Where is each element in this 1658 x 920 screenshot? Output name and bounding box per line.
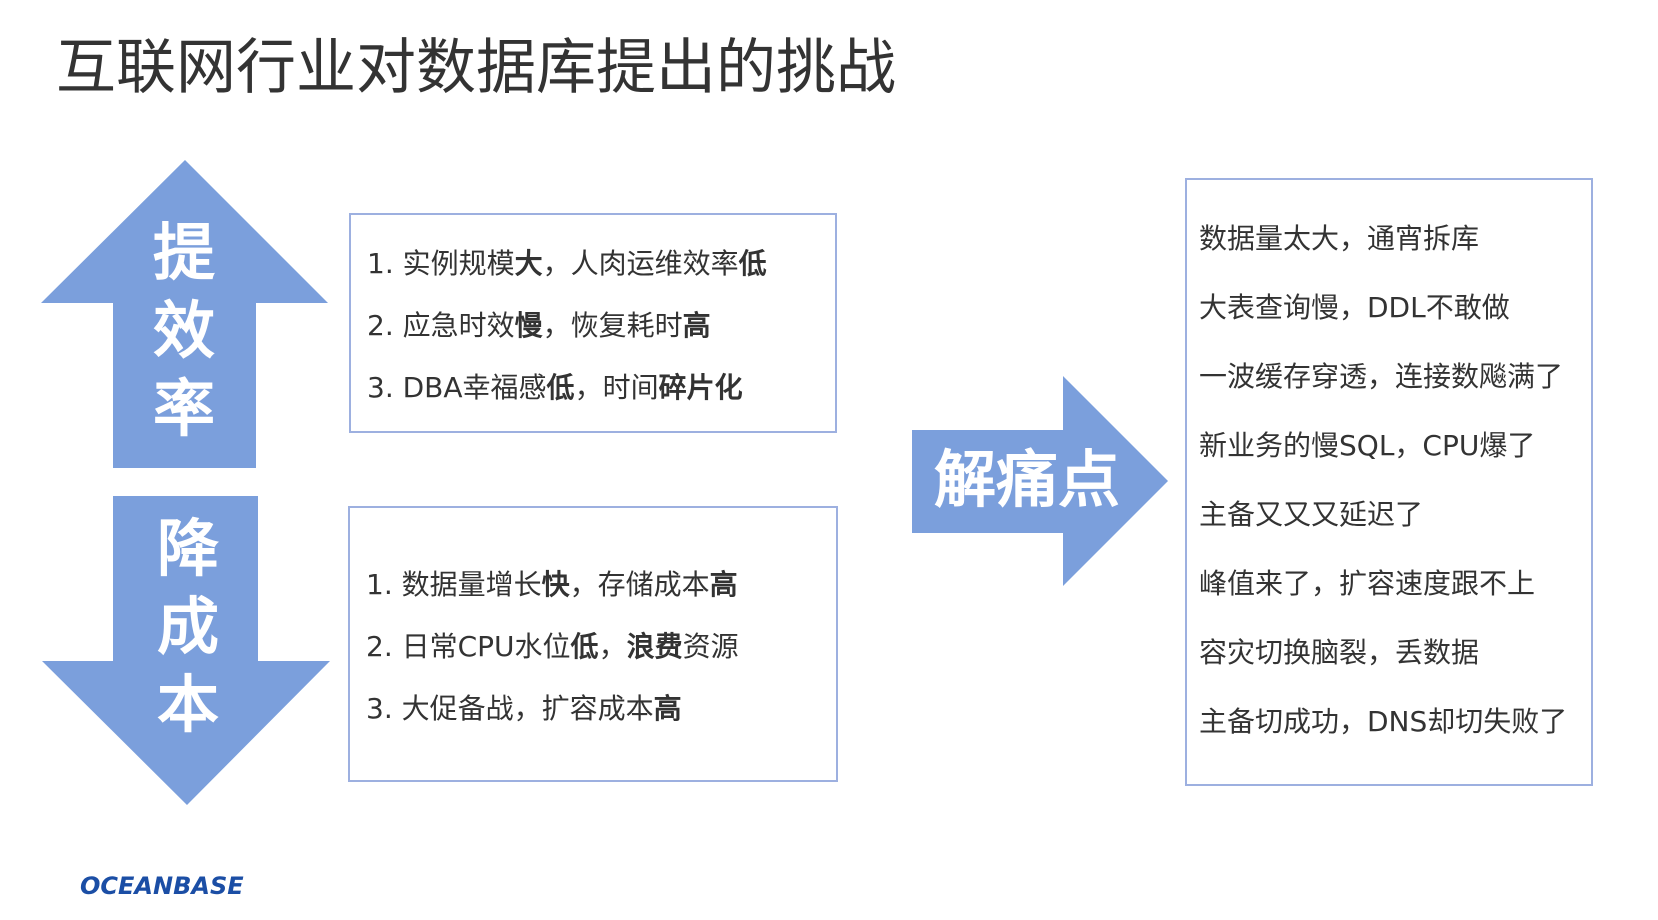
pain-point-item: 容灾切换脑裂，丢数据 bbox=[1199, 636, 1480, 669]
right-arrow-label: 解痛点 bbox=[934, 443, 1121, 516]
up-arrow-shape bbox=[41, 160, 328, 468]
cost-item: 3. 大促备战，扩容成本高 bbox=[366, 692, 682, 725]
up-arrow-char: 效 bbox=[152, 294, 215, 367]
up-arrow-label: 提 效 率 bbox=[114, 214, 254, 448]
efficiency-item: 3. DBA幸福感低，时间碎片化 bbox=[367, 371, 743, 404]
pain-point-item: 主备又又又延迟了 bbox=[1199, 498, 1424, 531]
cost-item: 2. 日常CPU水位低，浪费资源 bbox=[366, 630, 739, 663]
down-arrow-char: 成 bbox=[156, 590, 219, 663]
pain-point-item: 数据量太大，通宵拆库 bbox=[1199, 222, 1480, 255]
down-arrow-char: 降 bbox=[156, 512, 219, 585]
pain-point-item: 新业务的慢SQL，CPU爆了 bbox=[1199, 429, 1536, 462]
efficiency-item: 1. 实例规模大，人肉运维效率低 bbox=[367, 247, 767, 280]
efficiency-box: 1. 实例规模大，人肉运维效率低 2. 应急时效慢，恢复耗时高 3. DBA幸福… bbox=[349, 213, 837, 433]
pain-point-item: 主备切成功，DNS却切失败了 bbox=[1199, 705, 1568, 738]
up-arrow-char: 率 bbox=[152, 372, 215, 445]
down-arrow-char: 本 bbox=[156, 668, 219, 741]
pain-point-item: 一波缓存穿透，连接数飚满了 bbox=[1199, 360, 1564, 393]
pain-point-item: 峰值来了，扩容速度跟不上 bbox=[1199, 567, 1536, 600]
cost-item: 1. 数据量增长快，存储成本高 bbox=[366, 568, 738, 601]
down-arrow-shape bbox=[42, 496, 330, 805]
up-arrow-char: 提 bbox=[152, 216, 215, 289]
right-arrow-shape bbox=[912, 376, 1168, 586]
slide-title: 互联网行业对数据库提出的挑战 bbox=[56, 33, 896, 103]
cost-box: 1. 数据量增长快，存储成本高 2. 日常CPU水位低，浪费资源 3. 大促备战… bbox=[348, 506, 838, 782]
pain-points-box: 数据量太大，通宵拆库 大表查询慢，DDL不敢做 一波缓存穿透，连接数飚满了 新业… bbox=[1185, 178, 1593, 786]
oceanbase-logo: OCEANBASE bbox=[80, 872, 244, 900]
down-arrow-label: 降 成 本 bbox=[118, 510, 258, 744]
pain-point-item: 大表查询慢，DDL不敢做 bbox=[1199, 291, 1510, 324]
efficiency-item: 2. 应急时效慢，恢复耗时高 bbox=[367, 309, 711, 342]
